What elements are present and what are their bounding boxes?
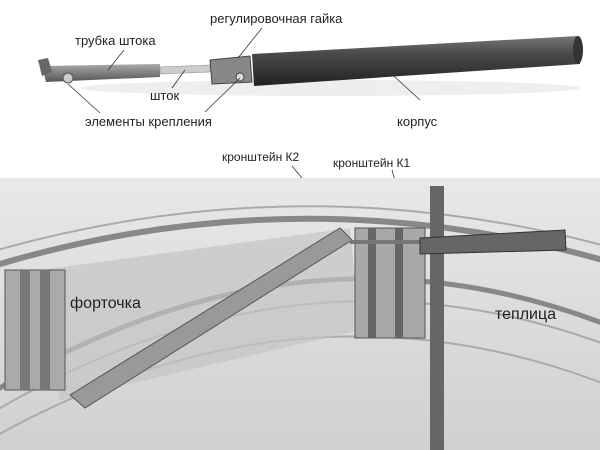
label-mounting-elements: элементы крепления bbox=[85, 114, 212, 129]
rod-shape bbox=[159, 64, 211, 75]
label-bracket-k1: кронштейн К1 bbox=[333, 156, 411, 170]
label-rod-tube: трубка штока bbox=[75, 33, 156, 48]
label-vent-window: форточка bbox=[70, 295, 141, 312]
greenhouse-post bbox=[430, 186, 444, 450]
nut-shape bbox=[209, 55, 253, 85]
label-greenhouse: теплица bbox=[495, 306, 557, 323]
label-body: корпус bbox=[397, 114, 438, 129]
label-rod: шток bbox=[150, 88, 180, 103]
body-shape bbox=[252, 36, 580, 86]
mounting-element-shape bbox=[62, 72, 74, 84]
greenhouse-photo bbox=[0, 178, 600, 450]
piston-installed bbox=[419, 229, 567, 255]
label-adjusting-nut: регулировочная гайка bbox=[210, 11, 343, 26]
piston-illustration bbox=[38, 36, 583, 96]
rod-tube-shape bbox=[42, 64, 160, 82]
label-bracket-k2: кронштейн К2 bbox=[222, 150, 300, 164]
